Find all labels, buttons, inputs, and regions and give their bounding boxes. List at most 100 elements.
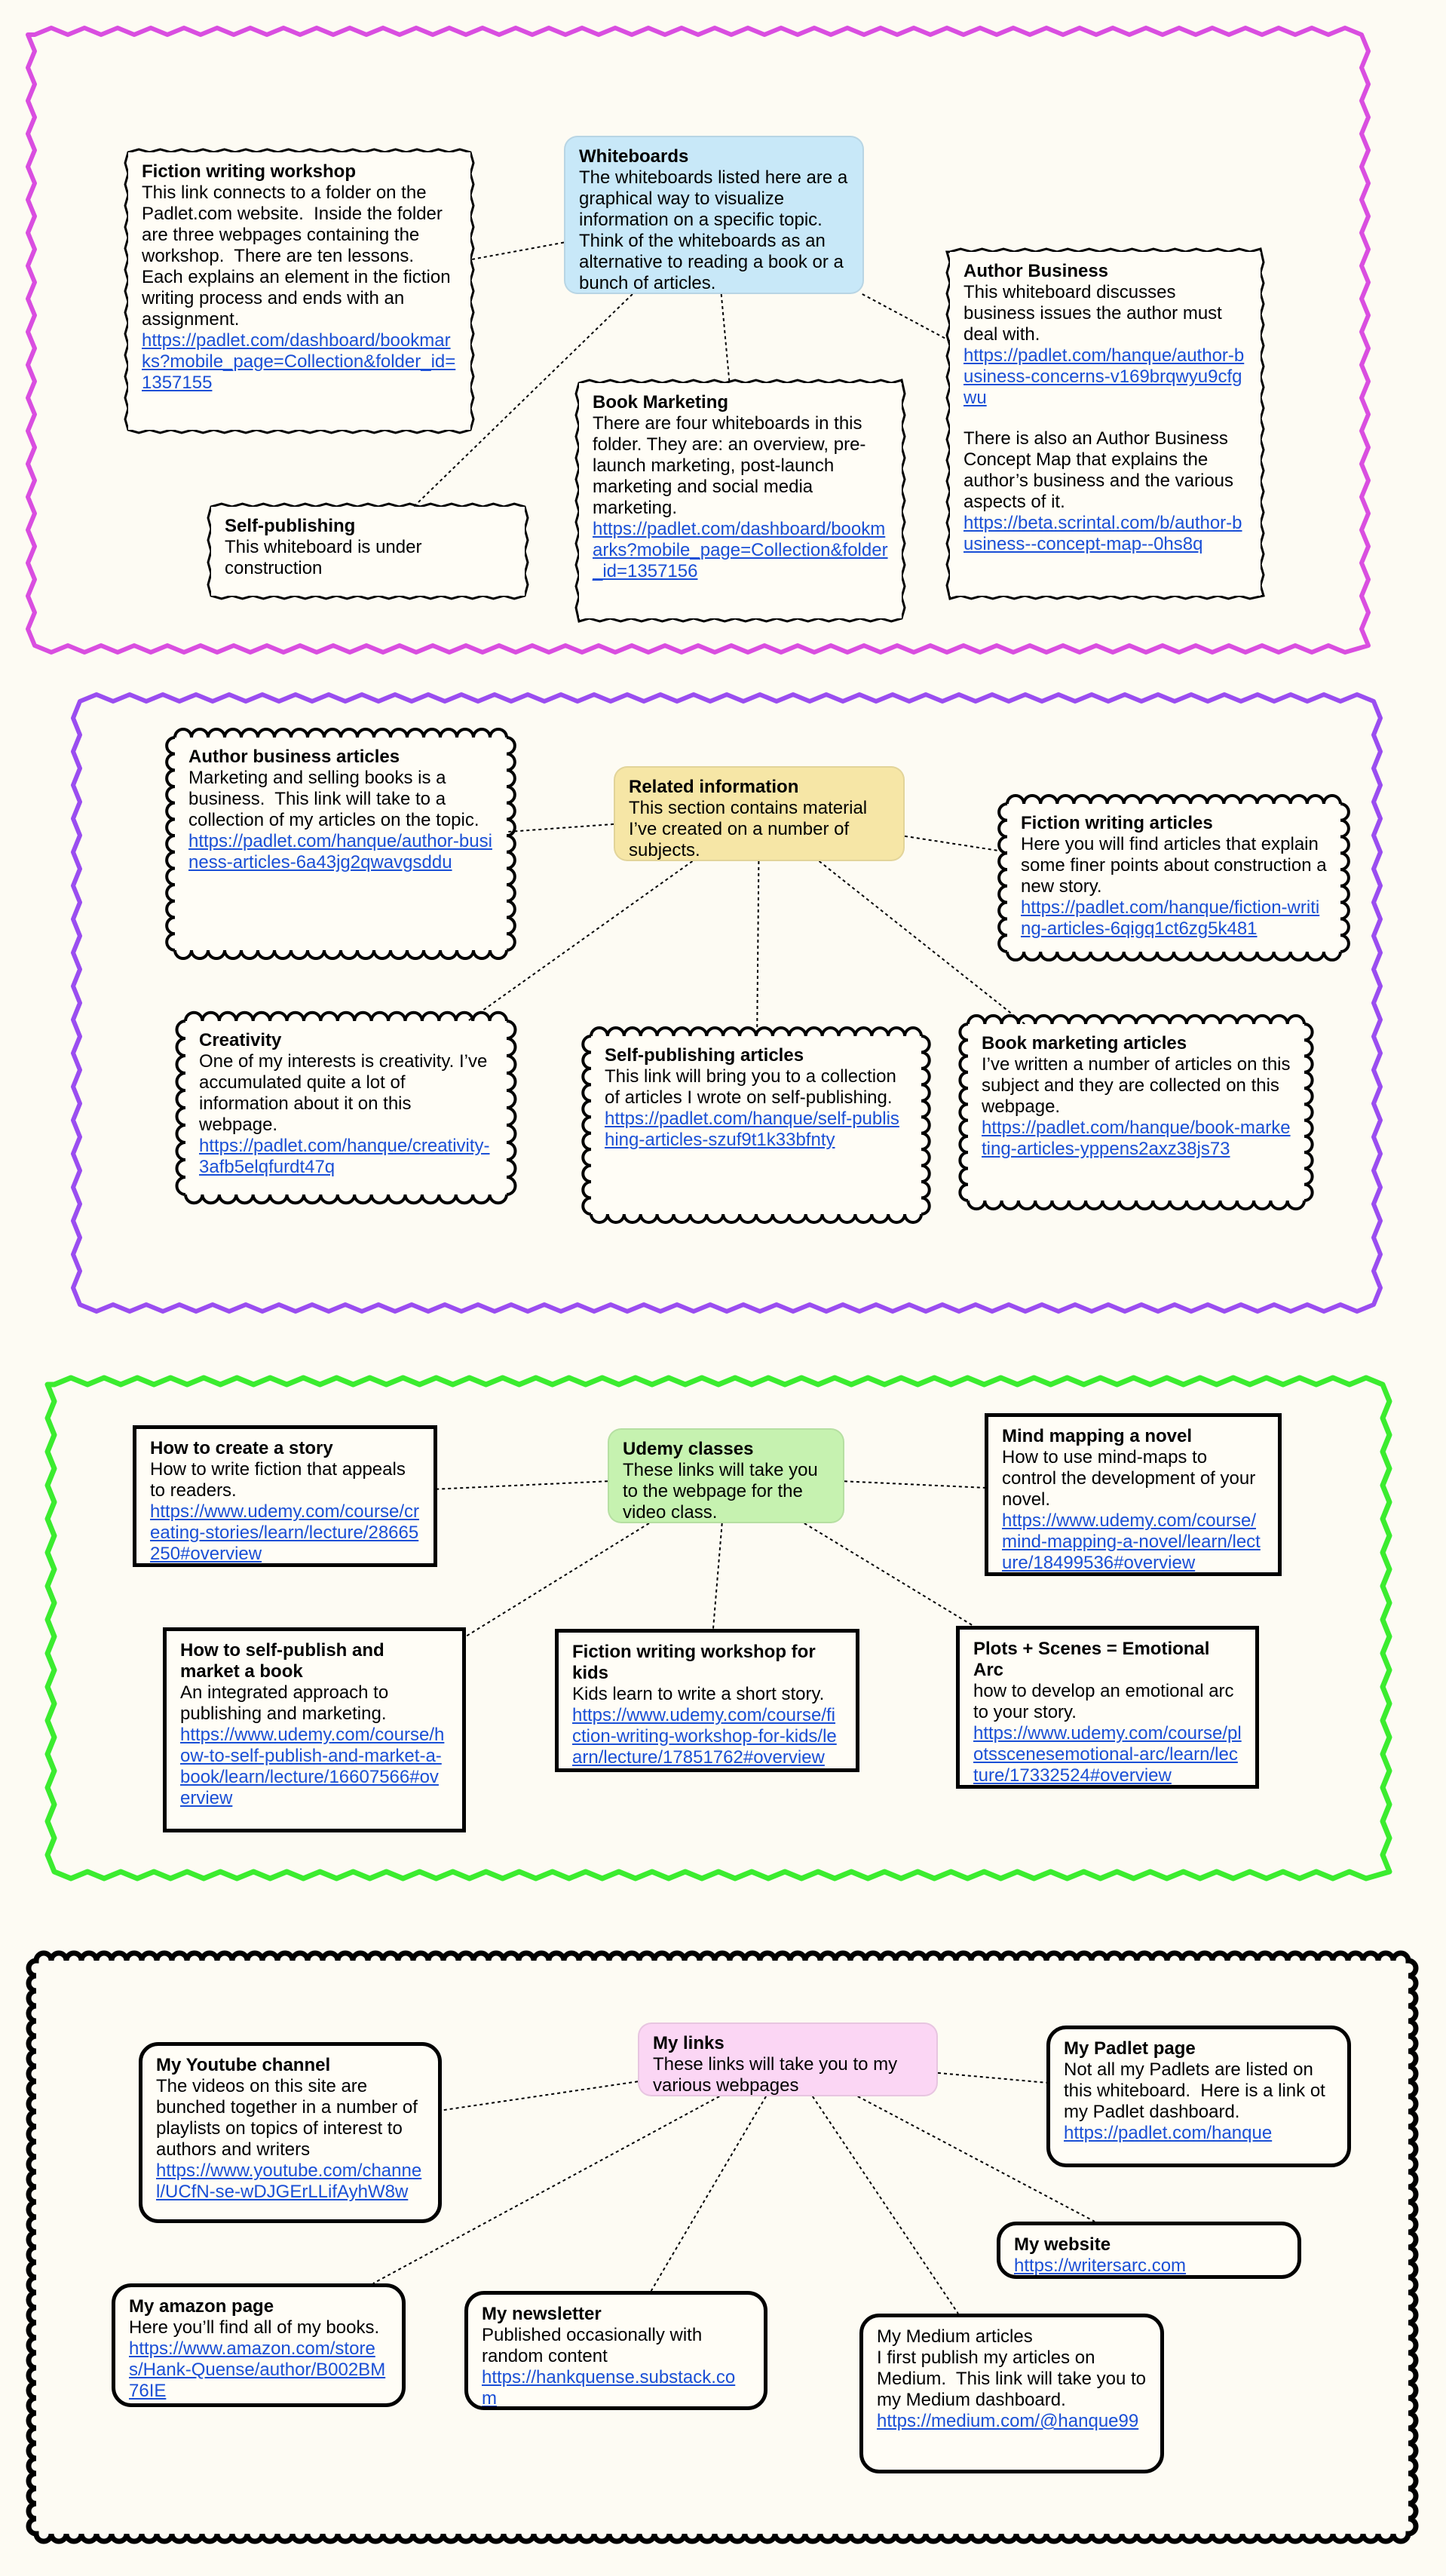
card-title: Creativity [199,1030,282,1050]
amazon-card: My amazon page Here you’ll find all of m… [112,2283,406,2407]
website-card: My website https://writersarc.com [997,2222,1301,2279]
card-body-2: There is also an Author Business Concept… [963,428,1239,512]
concept-map-link[interactable]: https://beta.scrintal.com/b/author-busin… [963,513,1242,554]
padlet-link[interactable]: https://padlet.com/hanque [1064,2123,1273,2143]
connector [470,241,565,261]
self-publish-market-link[interactable]: https://www.udemy.com/course/how-to-self… [180,1725,445,1808]
connector [441,2081,639,2111]
mind-mapping-card: Mind mapping a novel How to use mind-map… [985,1413,1282,1576]
medium-link[interactable]: https://medium.com/@hanque99 [877,2411,1139,2431]
card-title: My newsletter [482,2304,602,2324]
card-title: Self-publishing [225,516,356,536]
connector [506,823,614,833]
card-title: How to self-publish and market a book [180,1640,384,1682]
hub-title: Udemy classes [623,1439,754,1459]
connector [937,2072,1047,2084]
card-title: Fiction writing articles [1021,813,1213,833]
card-title: Author Business [963,261,1109,281]
card-body: The videos on this site are bunched toge… [156,2076,423,2160]
hub-title: My links [653,2033,725,2053]
hub-body: The whiteboards listed here are a graphi… [579,167,853,293]
connector [372,2096,720,2284]
card-body: An integrated approach to publishing and… [180,1682,394,1724]
connector [804,1523,974,1627]
connector [904,835,1008,853]
card-title: Book marketing articles [982,1033,1187,1053]
hub-body: These links will take you to my various … [653,2054,902,2096]
related-frame [71,692,1383,1314]
card-title: My amazon page [129,2296,274,2317]
hub-title: Related information [629,777,799,797]
card-body: This whiteboard is under construction [225,537,427,578]
card-body: This whiteboard discusses business issue… [963,282,1227,345]
card-title: My Padlet page [1064,2038,1196,2059]
connector [857,2096,1095,2222]
card-body: This link will bring you to a collection… [605,1066,902,1108]
card-body: One of my interests is creativity. I’ve … [199,1051,493,1135]
card-body: Published occasionally with random conte… [482,2325,707,2366]
marketing-articles-card: Book marketing articles I’ve written a n… [968,1024,1304,1201]
plots-scenes-card: Plots + Scenes = Emotional Arc how to de… [956,1626,1259,1789]
card-title: Fiction writing workshop for kids [572,1642,816,1683]
card-body: I’ve written a number of articles on thi… [982,1054,1296,1117]
connector [844,1480,985,1489]
card-body: Marketing and selling books is a busines… [188,768,479,830]
plots-scenes-link[interactable]: https://www.udemy.com/course/plotsscenes… [973,1723,1242,1786]
newsletter-link[interactable]: https://hankquense.substack.com [482,2367,736,2409]
creativity-card: Creativity One of my interests is creati… [185,1021,507,1194]
card-title: Self-publishing articles [605,1045,804,1066]
whiteboards-frame [26,26,1371,655]
author-articles-link[interactable]: https://padlet.com/hanque/author-busines… [188,831,492,872]
book-marketing-link[interactable]: https://padlet.com/dashboard/bookmarks?m… [593,519,888,581]
author-business-card: Author Business This whiteboard discusse… [950,252,1261,596]
youtube-link[interactable]: https://www.youtube.com/channel/UCfN-se-… [156,2160,422,2202]
workshop-kids-card: Fiction writing workshop for kids Kids l… [555,1629,859,1772]
hub-body: This section contains material I’ve crea… [629,798,872,860]
creativity-link[interactable]: https://padlet.com/hanque/creativity-3af… [199,1136,490,1177]
card-title: Book Marketing [593,392,729,412]
amazon-link[interactable]: https://www.amazon.com/stores/Hank-Quens… [129,2338,386,2401]
card-body: How to write fiction that appeals to rea… [150,1459,411,1501]
card-body: Kids learn to write a short story. [572,1684,825,1704]
links-frame [26,1950,1419,2544]
newsletter-card: My newsletter Published occasionally wit… [464,2291,767,2410]
connector [413,293,633,508]
fiction-workshop-link[interactable]: https://padlet.com/dashboard/bookmarks?m… [142,330,456,393]
padlet-card: My Padlet page Not all my Padlets are li… [1046,2026,1351,2167]
card-title: How to create a story [150,1438,333,1458]
fiction-articles-card: Fiction writing articles Here you will f… [1007,804,1340,952]
card-body: how to develop an emotional arc to your … [973,1681,1239,1722]
connector [465,1523,650,1637]
workshop-kids-link[interactable]: https://www.udemy.com/course/fiction-wri… [572,1705,837,1768]
book-marketing-card: Book Marketing There are four whiteboard… [579,383,902,618]
create-story-card: How to create a story How to write ficti… [133,1425,437,1567]
card-body: How to use mind-maps to control the deve… [1002,1447,1261,1510]
card-title: Fiction writing workshop [142,161,356,182]
connector [650,2096,767,2292]
create-story-link[interactable]: https://www.udemy.com/course/creating-st… [150,1501,419,1564]
fiction-articles-link[interactable]: https://padlet.com/hanque/fiction-writin… [1021,897,1320,939]
medium-card: My Medium articles I first publish my ar… [859,2314,1164,2473]
connector [862,293,951,342]
udemy-frame [44,1375,1392,1881]
card-title: Mind mapping a novel [1002,1426,1193,1446]
marketing-articles-link[interactable]: https://padlet.com/hanque/book-marketing… [982,1118,1291,1159]
connector [467,860,694,1022]
connector [818,860,1025,1025]
selfpub-articles-card: Self-publishing articles This link will … [591,1036,921,1214]
card-body: Here you’ll find all of my books. [129,2317,380,2338]
card-title: Author business articles [188,747,400,767]
author-business-link[interactable]: https://padlet.com/hanque/author-busines… [963,345,1245,408]
card-body: This link connects to a folder on the Pa… [142,182,456,330]
website-link[interactable]: https://writersarc.com [1014,2256,1187,2276]
card-title: My website [1014,2234,1111,2255]
hub-body: These links will take you to the webpage… [623,1460,823,1523]
mind-mapping-link[interactable]: https://www.udemy.com/course/mind-mappin… [1002,1510,1261,1573]
whiteboards-hub: Whiteboards The whiteboards listed here … [564,136,864,294]
connector [756,860,760,1037]
connector [437,1480,608,1490]
card-title: Plots + Scenes = Emotional Arc [973,1639,1210,1680]
selfpub-articles-link[interactable]: https://padlet.com/hanque/self-publishin… [605,1109,899,1150]
card-body: Here you will find articles that explain… [1021,834,1332,897]
author-articles-card: Author business articles Marketing and s… [175,738,507,950]
